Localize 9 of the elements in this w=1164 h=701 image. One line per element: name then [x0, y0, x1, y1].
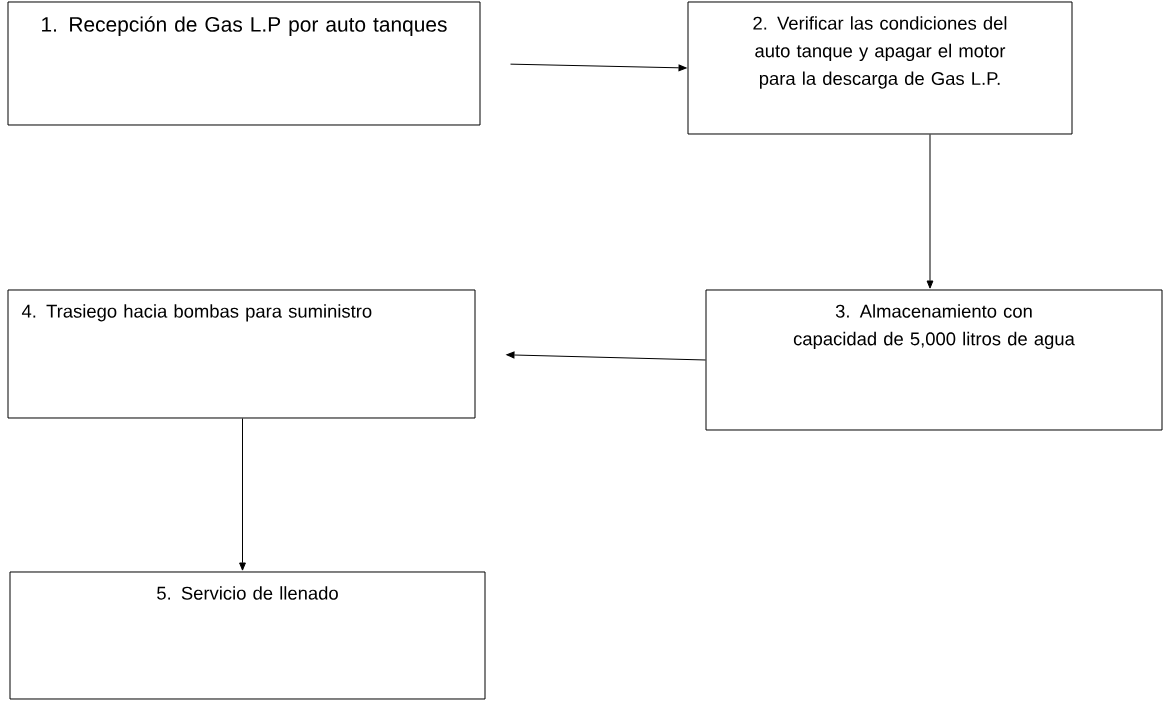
process-box: 5. Servicio de llenado — [9, 571, 486, 700]
process-box: 1. Recepción de Gas L.P por auto tanques — [7, 1, 481, 126]
arrow — [506, 351, 706, 361]
process-box: 3. Almacenamiento con capacidad de 5,000 litros de agua — [705, 289, 1163, 431]
process-box: 4. Trasiego hacia bombas para suministro — [7, 289, 476, 419]
process-box: 2. Verificar las condiciones del auto tanque y apagar el motor para la descarga de Gas L.P. — [687, 1, 1073, 135]
arrow — [510, 63, 687, 72]
arrow — [239, 418, 246, 571]
arrow — [926, 134, 934, 289]
